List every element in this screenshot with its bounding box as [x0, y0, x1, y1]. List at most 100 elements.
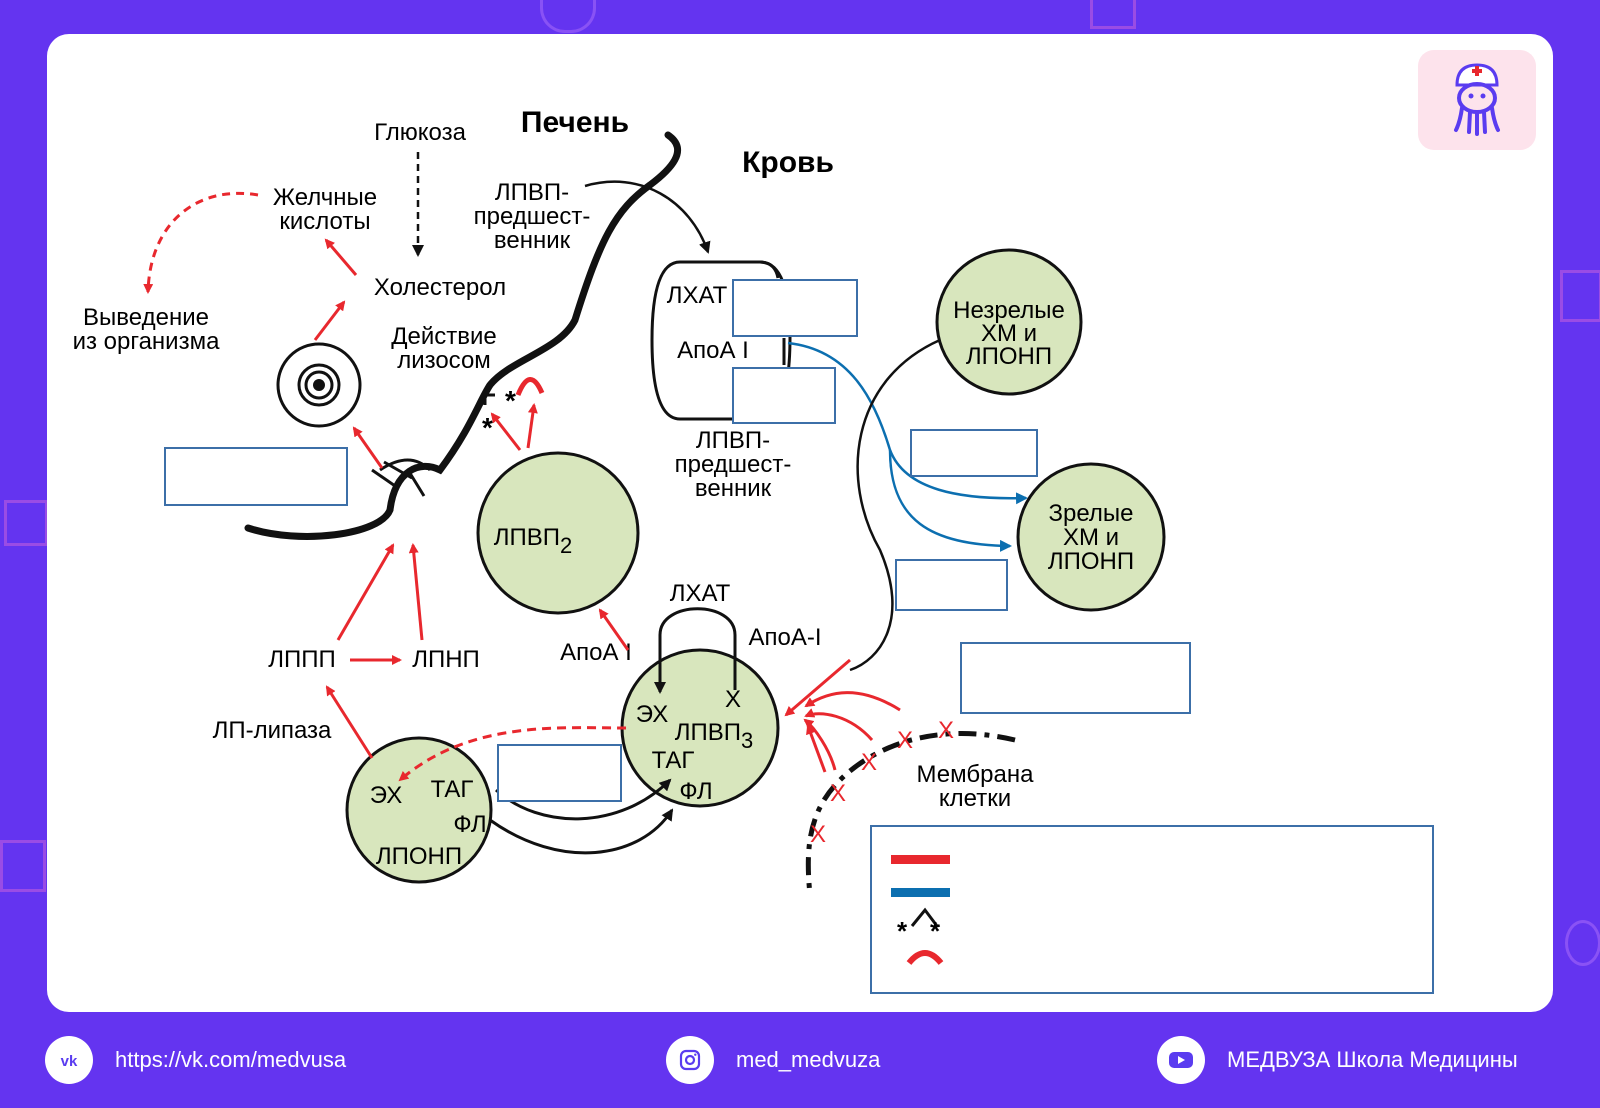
legend-receptor-hook	[910, 907, 939, 927]
mature-label-2: ХМ и	[1063, 524, 1119, 551]
legend-red-line	[891, 855, 950, 864]
vldl-eh-label: ЭХ	[370, 782, 402, 809]
immature-chylomicron-particle	[935, 248, 1083, 396]
mature-chylomicron-particle	[1016, 462, 1166, 612]
background-decoration	[1565, 920, 1600, 966]
idl-to-receptor-arrow	[336, 543, 395, 641]
hdl3-tag-label: ТАГ	[652, 747, 695, 774]
hdl-precursor-top-2: предшест-	[474, 203, 591, 230]
apo-transfer-arrow-lower	[888, 449, 1012, 552]
background-decoration	[1090, 0, 1136, 29]
excretion-label-1: Выведение	[83, 304, 209, 331]
background-decoration	[540, 0, 596, 33]
svg-text:vk: vk	[61, 1053, 78, 1068]
lysosome-action-label-1: Действие	[391, 323, 497, 350]
cross-mark: X	[830, 780, 846, 807]
apoa1-precursor-label: АпоА I	[677, 337, 749, 364]
receptor-hook	[483, 393, 495, 405]
hdl-precursor-bottom-2: предшест-	[675, 451, 792, 478]
vldl-to-idl-arrow	[325, 685, 374, 759]
lysosome-action-label-2: лизосом	[397, 347, 491, 374]
lcat-hdl3-label: ЛХАТ	[670, 580, 731, 607]
legend-asterisk-left: *	[897, 916, 908, 946]
red-receptor-arc	[515, 377, 545, 396]
ldl-to-receptor-arrow	[408, 543, 424, 641]
blood-label: Кровь	[742, 146, 834, 179]
tag-transfer-arrow	[494, 778, 672, 821]
cross-mark: X	[861, 749, 877, 776]
liver-label: Печень	[521, 106, 629, 139]
cell-membrane	[805, 731, 1016, 896]
vk-icon: vk	[45, 1036, 93, 1084]
youtube-link[interactable]: МЕДВУЗА Школа Медицины	[1157, 1030, 1518, 1090]
vk-link[interactable]: vk https://vk.com/medvusa	[45, 1030, 346, 1090]
lcat-precursor-label: ЛХАТ	[667, 282, 728, 309]
cross-mark: X	[810, 821, 826, 848]
lp-lipase-label: ЛП-липаза	[213, 717, 332, 744]
chylomicron-to-hdl3-red-end	[784, 658, 851, 717]
mature-label-1: Зрелые	[1049, 500, 1134, 527]
background-decoration	[0, 840, 46, 892]
legend-asterisk-right: *	[930, 916, 941, 946]
lysosome-icon	[276, 342, 362, 428]
blank-box	[497, 744, 622, 802]
hdl-precursor-disc-edge	[759, 260, 780, 279]
efflux-arrow-1	[804, 691, 901, 712]
instagram-handle[interactable]: med_medvuza	[736, 1047, 881, 1072]
immature-label-3: ЛПОНП	[966, 343, 1052, 370]
idl-label: ЛППП	[268, 646, 336, 673]
coated-pit-ldl	[379, 458, 432, 472]
lysosome-to-cholesterol-arrow	[313, 300, 346, 341]
hdl3-to-hdl2-arrow	[598, 608, 630, 651]
fl-transfer-arrow	[489, 808, 674, 855]
legend-red-arc	[906, 950, 944, 965]
vk-url[interactable]: https://vk.com/medvusa	[115, 1047, 347, 1072]
glucose-label: Глюкоза	[374, 119, 467, 146]
membrane-label-1: Мембрана	[917, 761, 1035, 788]
cholesterol-to-bile-arrow	[324, 238, 358, 276]
hdl3-x-label: Х	[725, 686, 741, 713]
vldl-particle	[345, 736, 493, 884]
lcat-loop-arrow	[654, 607, 737, 694]
hdl-precursor-top-3: венник	[494, 227, 571, 254]
receptor-to-lysosome-arrow	[352, 426, 384, 469]
hdl-precursor-bottom-3: венник	[695, 475, 772, 502]
apo-transfer-arrow-upper	[787, 341, 1028, 505]
hdl2-to-receptor-arrow-2	[526, 403, 538, 449]
bile-acids-label-2: кислоты	[279, 208, 370, 235]
bile-acids-label-1: Желчные	[273, 184, 377, 211]
hdl3-label: ЛПВП3	[675, 719, 754, 753]
background-decoration	[4, 500, 48, 546]
legend-box	[870, 825, 1434, 994]
brand-logo	[1418, 50, 1536, 150]
receptor-asterisk-1: *	[482, 412, 493, 443]
hdl-precursor-bottom-1: ЛПВП-	[696, 427, 770, 454]
blank-box	[732, 279, 858, 337]
mature-label-3: ЛПОНП	[1048, 548, 1134, 575]
hdl-precursor-export-arrow	[584, 180, 711, 254]
blank-box	[895, 559, 1008, 611]
immature-label-2: ХМ и	[981, 320, 1037, 347]
instagram-link[interactable]: med_medvuza	[666, 1030, 880, 1090]
vldl-fl-label: ФЛ	[453, 811, 486, 838]
ester-transfer-arrow	[398, 726, 627, 782]
vldl-label: ЛПОНП	[376, 843, 462, 870]
immature-label-1: Незрелые	[953, 297, 1065, 324]
apoa1-right-label: АпоА-I	[748, 624, 821, 651]
ldl-label: ЛПНП	[412, 646, 480, 673]
youtube-channel[interactable]: МЕДВУЗА Школа Медицины	[1227, 1047, 1518, 1072]
cholesterol-label: Холестерол	[374, 274, 506, 301]
membrane-label-2: клетки	[939, 785, 1011, 812]
efflux-arrow-3	[803, 718, 837, 771]
hdl3-fl-label: ФЛ	[679, 778, 712, 805]
vldl-tag-label: ТАГ	[431, 776, 474, 803]
octopus-doctor-icon	[1454, 63, 1500, 136]
hdl2-label: ЛПВП2	[494, 524, 573, 558]
hdl2-to-receptor-arrow-1	[490, 412, 522, 451]
excretion-label-2: из организма	[73, 328, 221, 355]
hdl2-particle	[476, 451, 640, 615]
legend-blue-line	[891, 888, 950, 897]
hdl-precursor-top-1: ЛПВП-	[495, 179, 569, 206]
hepatocyte-membrane	[244, 131, 682, 540]
receptor-asterisk-2: *	[505, 385, 516, 416]
